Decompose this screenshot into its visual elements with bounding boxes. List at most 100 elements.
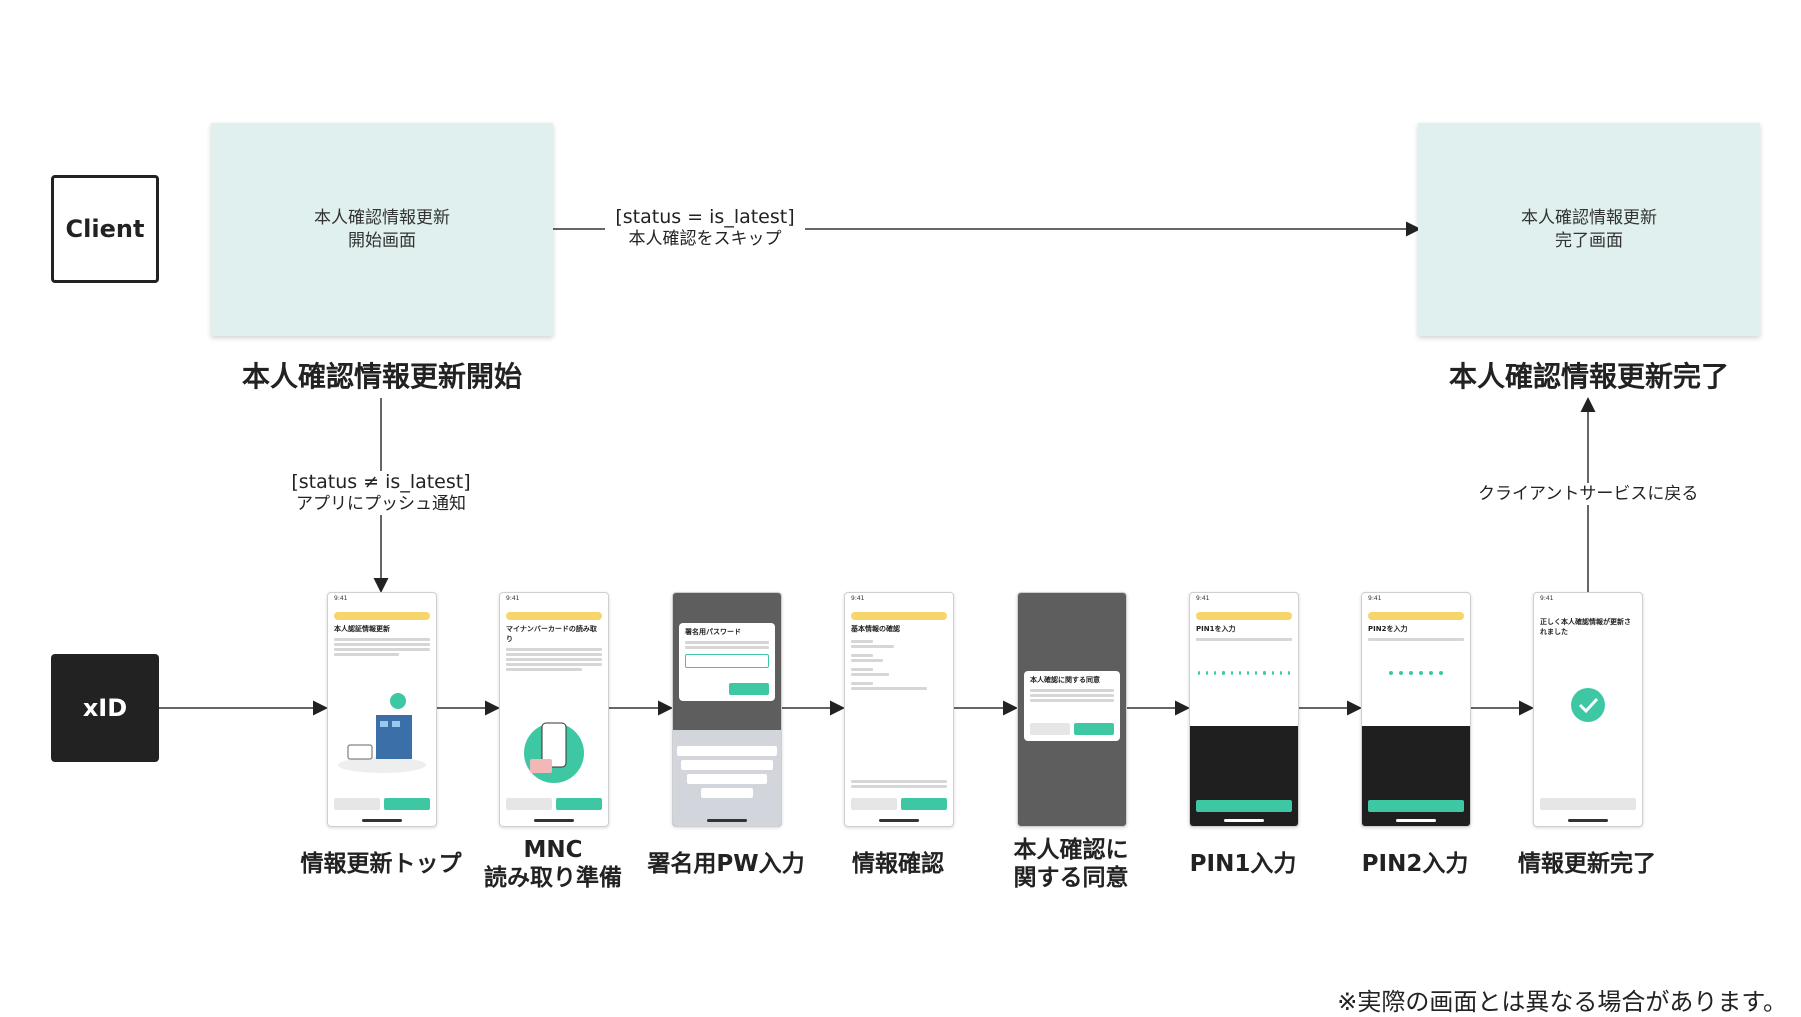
disagree-button[interactable] — [1030, 723, 1070, 735]
text-line — [851, 785, 947, 788]
cancel-button[interactable] — [685, 683, 725, 695]
back-button[interactable] — [851, 798, 897, 810]
text-line — [506, 668, 582, 671]
confirm-button[interactable] — [901, 798, 947, 810]
next-button[interactable] — [384, 798, 430, 810]
screen-sign-password: 署名用パスワード — [672, 592, 782, 827]
submit-button[interactable] — [1368, 800, 1464, 812]
return-button[interactable] — [1540, 798, 1636, 810]
edge-condition: [status ≠ is_latest] — [291, 471, 471, 493]
pin-dots — [1370, 671, 1462, 675]
text-line — [685, 646, 769, 649]
button-row — [851, 798, 947, 810]
text-line — [506, 663, 602, 666]
text-line — [506, 653, 602, 656]
notice-banner — [506, 612, 602, 620]
edge-label-push: [status ≠ is_latest] アプリにプッシュ通知 — [281, 471, 481, 515]
caption-line: 情報更新トップ — [300, 851, 462, 877]
keyboard[interactable] — [673, 730, 781, 826]
caption-line: 情報更新完了 — [1518, 851, 1656, 877]
lane-client: Client — [51, 175, 159, 283]
text-line — [851, 654, 873, 657]
text-line — [851, 645, 895, 648]
notice-banner — [334, 612, 430, 620]
ok-button[interactable] — [729, 683, 769, 695]
text-line — [334, 648, 430, 651]
text-line — [851, 687, 927, 690]
edge-condition: [status = is_latest] — [615, 206, 795, 228]
caption-line: 情報確認 — [852, 851, 944, 877]
text-line — [851, 659, 884, 662]
caption-update-complete: 情報更新完了 — [1502, 850, 1672, 878]
box-line: 開始画面 — [348, 230, 416, 251]
button-row — [334, 798, 430, 810]
edge-label-back: クライアントサービスに戻る — [1478, 483, 1698, 505]
submit-button[interactable] — [1196, 800, 1292, 812]
box-line: 本人確認情報更新 — [1521, 207, 1657, 228]
home-indicator — [534, 819, 574, 822]
status-bar: 9:41 — [1196, 595, 1210, 602]
text-line — [851, 668, 873, 671]
caption-line: 本人確認に — [1013, 837, 1129, 863]
home-indicator — [879, 819, 919, 822]
text-line — [1196, 638, 1292, 641]
edge-text: クライアントサービスに戻る — [1478, 484, 1699, 504]
button-row — [1030, 723, 1114, 735]
button-row — [506, 798, 602, 810]
text-line — [1030, 689, 1114, 692]
screen-mnc-prep: 9:41 マイナンバーカードの読み取り — [499, 592, 609, 827]
client-start-screen: 本人確認情報更新 開始画面 — [211, 123, 553, 336]
screen-title: PIN2を入力 — [1368, 625, 1408, 633]
text-line — [1030, 699, 1114, 702]
status-bar: 9:41 — [1368, 595, 1382, 602]
status-bar: 9:41 — [506, 595, 520, 602]
agree-button[interactable] — [1074, 723, 1114, 735]
edge-text: 本人確認をスキップ — [628, 229, 782, 249]
caption-line: PIN1入力 — [1189, 851, 1297, 877]
text-line — [334, 638, 430, 641]
screen-title: 署名用パスワード — [685, 628, 741, 636]
edge-label-skip: [status = is_latest] 本人確認をスキップ — [605, 206, 805, 250]
screen-pin1: 9:41 PIN1を入力 — [1189, 592, 1299, 827]
screen-info-top: 9:41 本人認証情報更新 — [327, 592, 437, 827]
text-line — [851, 780, 947, 783]
cancel-button[interactable] — [506, 798, 552, 810]
password-dialog: 署名用パスワード — [679, 623, 775, 701]
consent-dialog: 本人確認に関する同意 — [1024, 671, 1120, 741]
screen-title: 基本情報の確認 — [851, 625, 900, 633]
card-reading-illustration-icon — [524, 722, 584, 783]
caption-sign-password: 署名用PW入力 — [641, 850, 811, 878]
caption-consent: 本人確認に関する同意 — [986, 836, 1156, 892]
caption-line: 読み取り準備 — [484, 865, 622, 891]
button-row — [685, 683, 769, 695]
number-keypad[interactable] — [1190, 726, 1298, 826]
text-line — [851, 673, 889, 676]
lane-xid: xID — [51, 654, 159, 762]
check-circle-icon — [1571, 688, 1605, 722]
button-row — [1540, 798, 1636, 810]
home-indicator — [707, 819, 747, 822]
text-line — [685, 641, 769, 644]
notice-banner — [1368, 612, 1464, 620]
edge-text: アプリにプッシュ通知 — [296, 494, 466, 514]
text-line — [851, 682, 873, 685]
number-keypad[interactable] — [1362, 726, 1470, 826]
home-indicator — [362, 819, 402, 822]
home-indicator — [1396, 819, 1436, 822]
status-bar: 9:41 — [334, 595, 348, 602]
text-line — [334, 643, 430, 646]
text-line — [1368, 638, 1464, 641]
read-card-button[interactable] — [556, 798, 602, 810]
status-bar: 9:41 — [851, 595, 865, 602]
text-line — [851, 640, 873, 643]
screen-title: PIN1を入力 — [1196, 625, 1236, 633]
screen-update-complete: 9:41 正しく本人確認情報が更新されました — [1533, 592, 1643, 827]
screen-consent: 本人確認に関する同意 — [1017, 592, 1127, 827]
home-indicator — [1568, 819, 1608, 822]
heading-end: 本人確認情報更新完了 — [1448, 360, 1729, 393]
password-input[interactable] — [685, 654, 769, 668]
text-line — [334, 653, 399, 656]
building-illustration-icon — [338, 693, 426, 773]
cancel-button[interactable] — [334, 798, 380, 810]
